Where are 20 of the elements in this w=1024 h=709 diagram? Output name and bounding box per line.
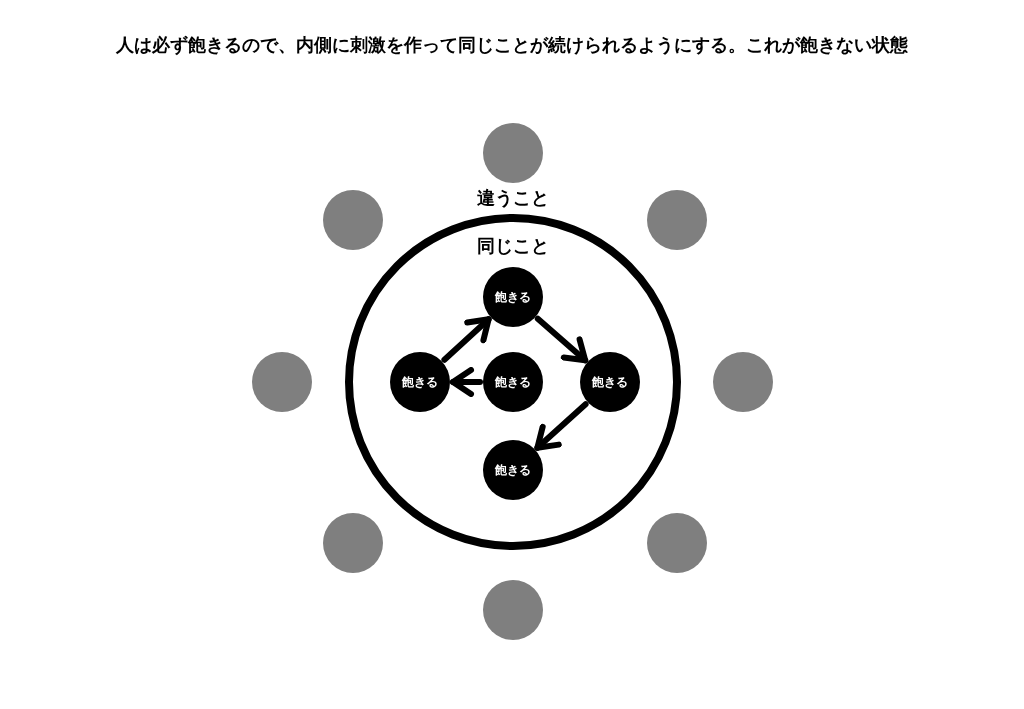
arrow [450, 367, 483, 397]
empty-circle [483, 123, 543, 183]
arrow [441, 316, 492, 363]
empty-circle [713, 352, 773, 412]
area-label: 違うこと [477, 186, 549, 210]
empty-circle [483, 580, 543, 640]
node-circle: 飽きる [483, 267, 543, 327]
empty-circle [252, 352, 312, 412]
title-text: 人は必ず飽きるので、内側に刺激を作って同じことが続けられるようにする。これが飽きない状態 [115, 33, 909, 57]
arrow [534, 315, 589, 364]
node-circle: 飽きる [483, 440, 543, 500]
node-circle: 飽きる [483, 352, 543, 412]
arrow [534, 401, 589, 451]
node-circle: 飽きる [390, 352, 450, 412]
node-circle: 飽きる [580, 352, 640, 412]
circle-heading: 同じこと [477, 234, 549, 258]
empty-circle [323, 513, 383, 573]
empty-circle [647, 513, 707, 573]
empty-circle [323, 190, 383, 250]
empty-circle [647, 190, 707, 250]
